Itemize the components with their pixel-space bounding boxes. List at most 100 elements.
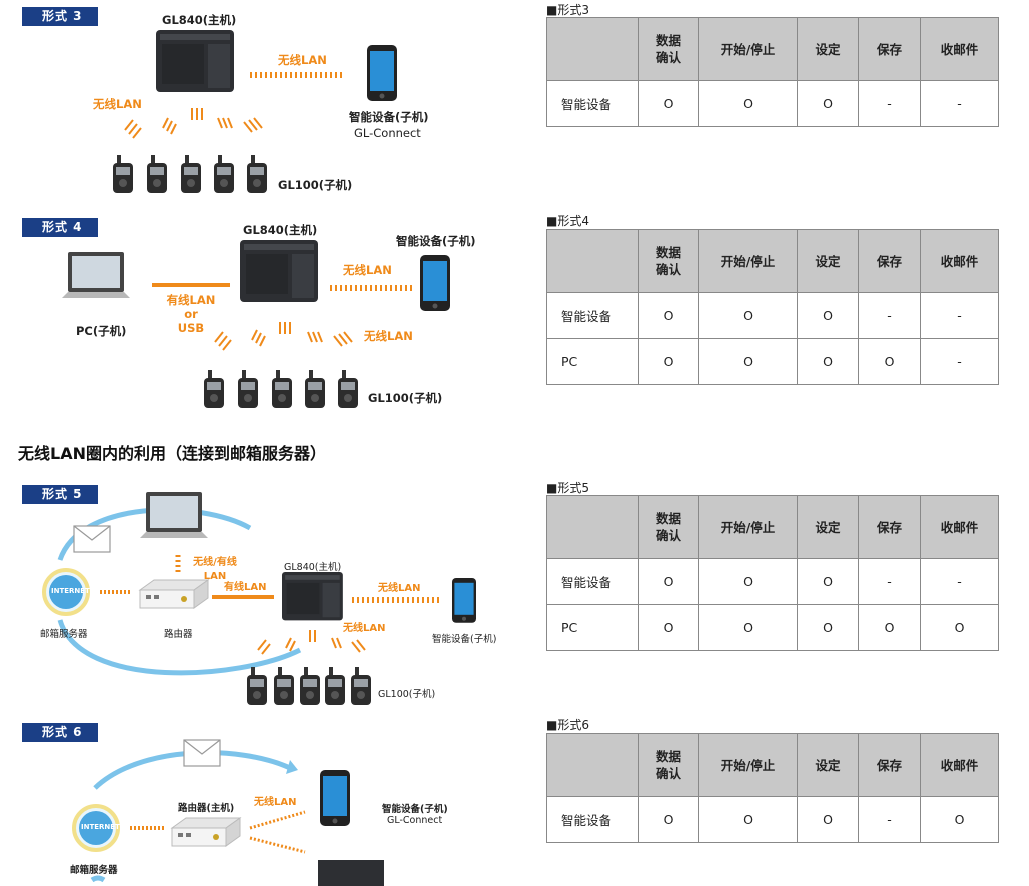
header-settings: 设定 — [797, 17, 859, 81]
table-header-row: 数据确认 开始/停止 设定 保存 收邮件 — [546, 229, 999, 293]
wired-label-line1: 有线LAN — [166, 293, 216, 307]
laptop-icon — [62, 252, 130, 298]
router-icon — [171, 817, 241, 847]
table-cell: O — [858, 338, 921, 385]
table-row: PC O O O O - — [546, 338, 999, 385]
row-label: PC — [546, 604, 639, 651]
table-cell: O — [797, 338, 859, 385]
wired-label: 有线LAN or USB — [160, 293, 222, 335]
table-form5: 数据确认 开始/停止 设定 保存 收邮件 智能设备 O O O - - PC O… — [546, 495, 999, 651]
table-row: 智能设备 O O O - - — [546, 80, 999, 127]
form6-graphics — [72, 739, 384, 886]
table-form3: 数据确认 开始/停止 设定 保存 收邮件 智能设备 O O O - - — [546, 17, 999, 127]
table-header-row: 数据确认 开始/停止 设定 保存 收邮件 — [546, 495, 999, 559]
router-label: 路由器 — [164, 629, 193, 640]
host-label: GL840(主机) — [162, 13, 237, 27]
header-save: 保存 — [858, 17, 921, 81]
wireless-label: 无线LAN — [343, 623, 386, 634]
table-cell: - — [920, 558, 999, 605]
wireless-label: 无线LAN — [364, 329, 413, 343]
table-form4: 数据确认 开始/停止 设定 保存 收邮件 智能设备 O O O - - PC O… — [546, 229, 999, 385]
header-data-check: 数据确认 — [638, 229, 699, 293]
smart-device-label: 智能设备(子机) — [432, 634, 497, 645]
header-start-stop: 开始/停止 — [698, 733, 798, 797]
table-header-row: 数据确认 开始/停止 设定 保存 收邮件 — [546, 17, 999, 81]
header-save: 保存 — [858, 495, 921, 559]
header-data-check-line2: 确认 — [655, 262, 681, 277]
header-receive-mail: 收邮件 — [920, 733, 999, 797]
wireless-label: 无线LAN — [343, 263, 392, 277]
table6-caption: ■形式6 — [546, 718, 589, 732]
gl100-icon — [351, 667, 371, 705]
table5-caption: ■形式5 — [546, 481, 589, 495]
header-blank — [546, 17, 639, 81]
header-start-stop: 开始/停止 — [698, 17, 798, 81]
table3-caption: ■形式3 — [546, 3, 589, 17]
child-label: GL100(子机) — [278, 178, 353, 192]
table-row: PC O O O O O — [546, 604, 999, 651]
header-data-check: 数据确认 — [638, 495, 699, 559]
child-label: GL100(子机) — [378, 689, 436, 700]
wireless-link — [249, 810, 306, 854]
header-settings: 设定 — [797, 229, 859, 293]
gl840-device-icon — [156, 30, 234, 92]
header-blank — [546, 733, 639, 797]
header-data-check-line1: 数据 — [655, 33, 681, 48]
gl100-icon — [204, 370, 224, 408]
section-title: 无线LAN圈内的利用（连接到邮箱服务器） — [18, 444, 326, 463]
gl100-icon — [272, 370, 292, 408]
header-receive-mail: 收邮件 — [920, 17, 999, 81]
table-cell: O — [920, 604, 999, 651]
table-cell: - — [858, 292, 921, 339]
table-cell: O — [638, 796, 699, 843]
header-blank — [546, 229, 639, 293]
wired-label-line2: or — [184, 307, 198, 321]
smart-device-label: 智能设备(子机) — [396, 234, 476, 248]
header-save: 保存 — [858, 229, 921, 293]
host-label: GL840(主机) — [284, 562, 342, 573]
header-blank — [546, 495, 639, 559]
header-data-check-line1: 数据 — [655, 749, 681, 764]
table-cell: O — [797, 80, 859, 127]
row-label: 智能设备 — [546, 292, 639, 339]
wl-wired-label-line1: 无线/有线 — [193, 557, 237, 568]
header-data-check: 数据确认 — [638, 733, 699, 797]
table-cell: O — [698, 80, 798, 127]
wireless-label: 无线LAN — [93, 97, 142, 111]
table-cell: - — [920, 292, 999, 339]
header-receive-mail: 收邮件 — [920, 229, 999, 293]
table-cell: O — [638, 604, 699, 651]
gl840-device-icon — [318, 860, 384, 886]
table-cell: O — [638, 558, 699, 605]
mail-arc — [57, 619, 302, 676]
header-start-stop: 开始/停止 — [698, 229, 798, 293]
header-settings: 设定 — [797, 733, 859, 797]
gl840-device-icon — [282, 572, 343, 621]
internet-text: INTERNET — [81, 823, 120, 831]
header-save: 保存 — [858, 733, 921, 797]
wireless-waves — [124, 108, 263, 139]
internet-text: INTERNET — [51, 587, 90, 595]
router-label: 路由器(主机) — [178, 803, 235, 814]
pc-label: PC(子机) — [76, 324, 127, 338]
gl100-icon — [325, 667, 345, 705]
table-cell: O — [698, 292, 798, 339]
row-label: 智能设备 — [546, 558, 639, 605]
host-label: GL840(主机) — [243, 223, 318, 237]
table-cell: - — [858, 80, 921, 127]
smartphone-icon — [320, 770, 350, 826]
form5-graphics — [42, 492, 476, 705]
table-form6: 数据确认 开始/停止 设定 保存 收邮件 智能设备 O O O - O — [546, 733, 999, 843]
form5-badge: 形式 5 — [22, 485, 98, 504]
header-data-check-line2: 确认 — [655, 528, 681, 543]
table-cell: O — [638, 80, 699, 127]
form4-graphics — [62, 240, 450, 408]
table-cell: O — [638, 338, 699, 385]
smart-device-label: 智能设备(子机) — [349, 110, 429, 124]
table-row: 智能设备 O O O - O — [546, 796, 999, 843]
diagram-graphics — [42, 30, 476, 886]
gl100-icon — [238, 370, 258, 408]
table-cell: O — [797, 604, 859, 651]
table-cell: O — [858, 604, 921, 651]
table-header-row: 数据确认 开始/停止 设定 保存 收邮件 — [546, 733, 999, 797]
